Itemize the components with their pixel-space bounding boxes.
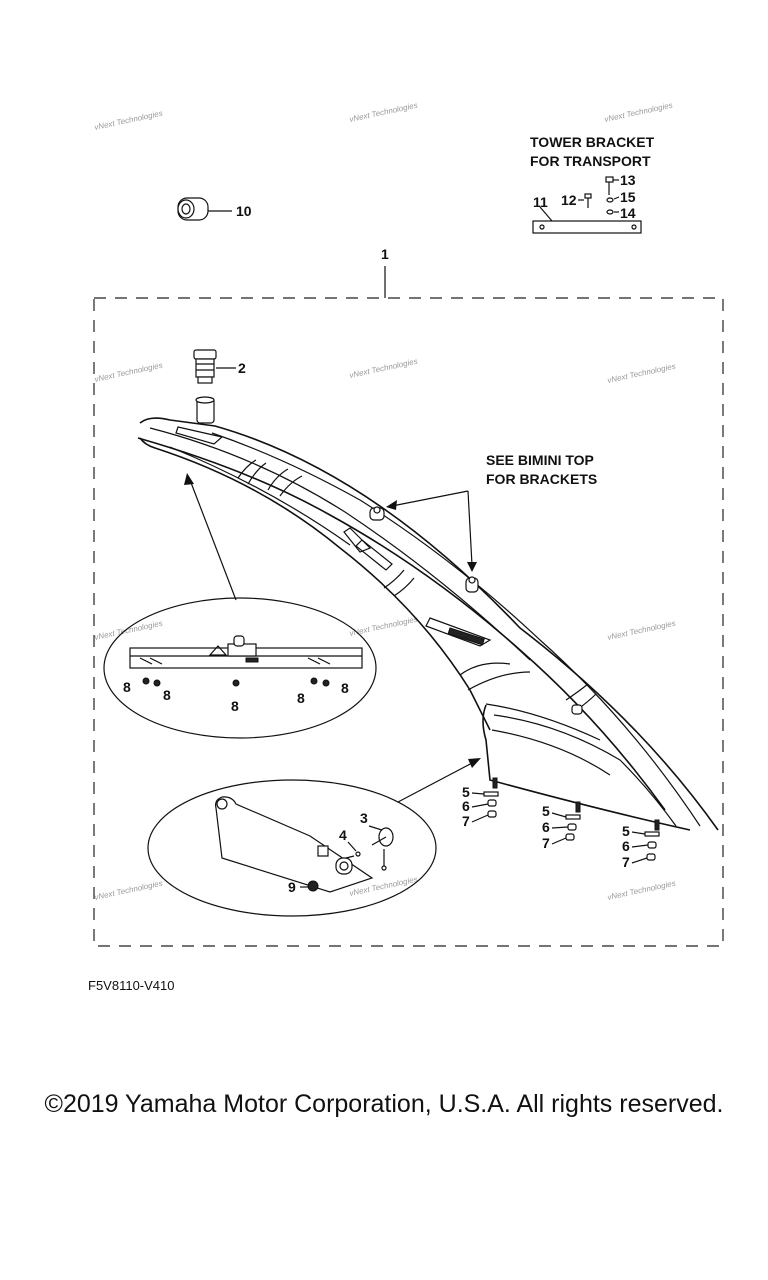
part-12-screw xyxy=(584,193,592,208)
callout-11: 11 xyxy=(533,194,548,210)
watermark: vNext Technologies xyxy=(94,361,164,384)
callout-6: 6 xyxy=(462,798,470,814)
watermark: vNext Technologies xyxy=(349,357,419,380)
watermark: vNext Technologies xyxy=(607,619,677,642)
detail-view-crossbar: 8 8 8 8 8 xyxy=(103,473,377,739)
tower-bracket-note: FOR TRANSPORT xyxy=(530,153,651,169)
callout-15: 15 xyxy=(620,189,636,205)
watermark: vNext Technologies xyxy=(94,619,164,642)
callout-5: 5 xyxy=(622,823,630,839)
part-13-bolt xyxy=(605,176,619,195)
part-3-bolt xyxy=(371,827,394,847)
callout-8: 8 xyxy=(341,680,349,696)
callout-1: 1 xyxy=(381,246,389,262)
callout-8: 8 xyxy=(123,679,131,695)
part-4-washer xyxy=(345,851,361,859)
foot-hardware-set: 5 6 7 xyxy=(462,777,499,829)
diagram-code: F5V8110-V410 xyxy=(88,978,175,993)
callout-8: 8 xyxy=(297,690,305,706)
callout-12: 12 xyxy=(561,192,577,208)
bimini-note: FOR BRACKETS xyxy=(486,471,597,487)
watermark: vNext Technologies xyxy=(604,101,674,124)
callout-8: 8 xyxy=(231,698,239,714)
watermark: vNext Technologies xyxy=(607,879,677,902)
callout-9: 9 xyxy=(288,879,296,895)
callout-10: 10 xyxy=(236,203,252,219)
tower-bracket-note: TOWER BRACKET xyxy=(530,134,655,150)
watermark: vNext Technologies xyxy=(607,362,677,385)
tower-bracket-group: TOWER BRACKET FOR TRANSPORT 11 12 13 15 … xyxy=(530,134,655,234)
callout-8: 8 xyxy=(163,687,171,703)
assembly-boundary xyxy=(93,297,724,947)
callout-7: 7 xyxy=(542,835,550,851)
callout-2: 2 xyxy=(238,360,246,376)
bimini-note: SEE BIMINI TOP xyxy=(486,452,594,468)
bimini-bracket-knob xyxy=(369,506,385,521)
callout-5: 5 xyxy=(542,803,550,819)
copyright-notice: ©2019 Yamaha Motor Corporation, U.S.A. A… xyxy=(44,1090,724,1118)
callout-4: 4 xyxy=(339,827,347,843)
watermark: vNext Technologies xyxy=(94,109,164,132)
callout-6: 6 xyxy=(622,838,630,854)
part-14-nut xyxy=(606,209,619,215)
callout-7: 7 xyxy=(462,813,470,829)
callout-14: 14 xyxy=(620,205,636,221)
tower-frame xyxy=(137,396,719,831)
part-11-bracket-plate xyxy=(532,220,642,234)
foot-hardware-set: 5 6 7 xyxy=(542,801,581,851)
bimini-bracket-knob xyxy=(571,704,583,715)
callout-5: 5 xyxy=(462,784,470,800)
detail-view-leg: 9 3 4 xyxy=(147,758,481,917)
bimini-bracket-knob xyxy=(465,576,479,593)
callout-13: 13 xyxy=(620,172,636,188)
watermark: vNext Technologies xyxy=(94,879,164,902)
foot-hardware-set: 5 6 7 xyxy=(622,819,660,870)
callout-7: 7 xyxy=(622,854,630,870)
callout-3: 3 xyxy=(360,810,368,826)
watermark: vNext Technologies xyxy=(349,101,419,124)
part-2-end-cap: 2 xyxy=(193,349,246,384)
callout-6: 6 xyxy=(542,819,550,835)
part-15-washer xyxy=(606,196,620,203)
part-10-grommet: 10 xyxy=(177,197,252,221)
